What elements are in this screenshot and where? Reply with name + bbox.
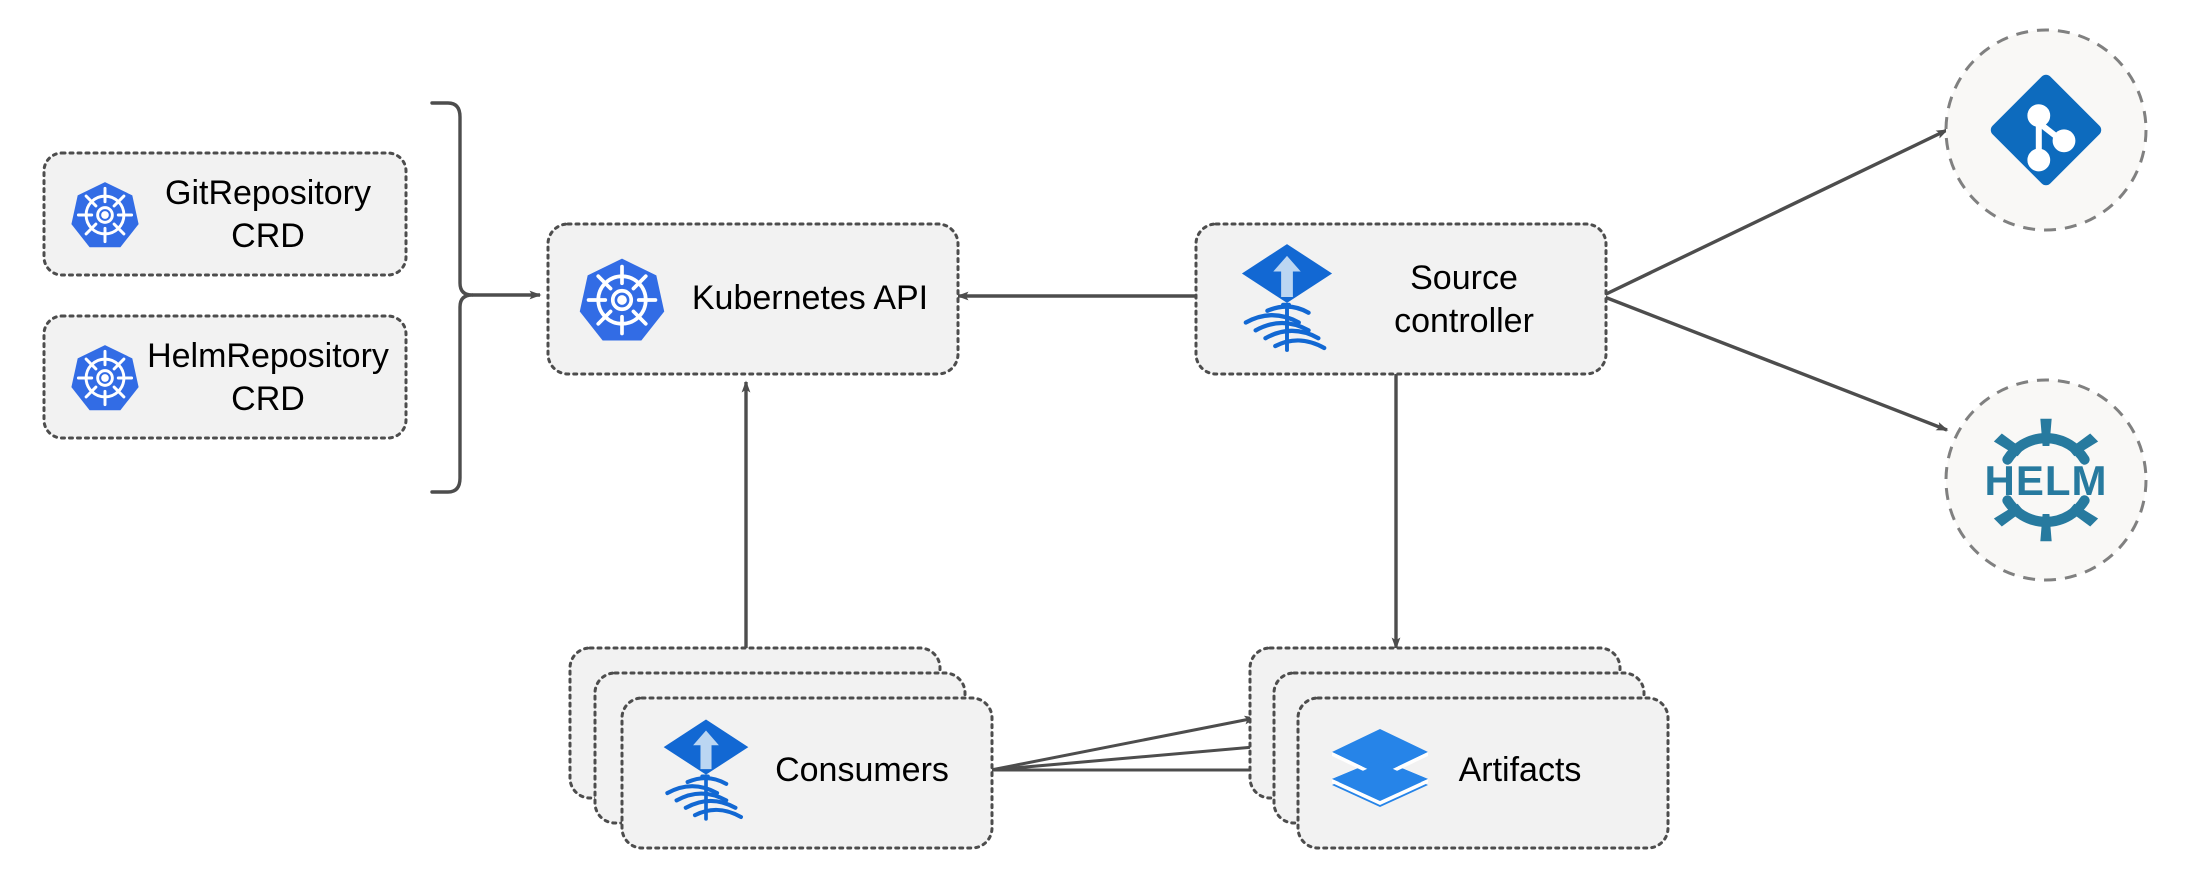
helm-source-circle[interactable]: [1944, 378, 2148, 582]
node-source-controller[interactable]: Source controller: [1194, 222, 1608, 376]
edge-consumers-to-artifacts-1: [990, 715, 1257, 772]
node-artifacts[interactable]: Artifacts: [1248, 646, 1670, 850]
node-git-repository-crd[interactable]: GitRepository CRD: [42, 151, 408, 277]
source-controller-label-line2: controller: [1394, 302, 1534, 340]
edge-consumers-to-artifacts-2: [990, 741, 1279, 772]
node-kubernetes-api[interactable]: Kubernetes API: [546, 222, 960, 376]
node-git-source[interactable]: [1944, 28, 2148, 232]
consumers-label: Consumers: [775, 751, 949, 789]
kubernetes-api-label: Kubernetes API: [692, 279, 928, 317]
source-controller-label-line1: Source: [1410, 259, 1518, 297]
helm-repository-crd-label-line1: HelmRepository: [147, 337, 389, 375]
helm-repository-crd-label-line2: CRD: [231, 380, 305, 418]
node-helm-repository-crd[interactable]: HelmRepository CRD: [42, 314, 408, 440]
helm-wordmark: HELM: [1985, 457, 2108, 504]
edge-source-controller-to-git: [1601, 128, 1949, 298]
node-consumers[interactable]: Consumers: [568, 646, 994, 850]
git-repository-crd-label-line1: GitRepository: [165, 174, 371, 212]
artifacts-label: Artifacts: [1459, 751, 1582, 789]
crd-bracket: [430, 101, 474, 494]
source-controller-box[interactable]: [1194, 222, 1608, 376]
kubernetes-api-box[interactable]: [546, 222, 960, 376]
edge-layer: [472, 128, 1949, 775]
helm-repository-crd-box[interactable]: [42, 314, 408, 440]
node-helm-source[interactable]: HELM: [1944, 378, 2148, 582]
git-repository-crd-label-line2: CRD: [231, 217, 305, 255]
git-repository-crd-box[interactable]: [42, 151, 408, 277]
edge-source-controller-to-helm: [1601, 294, 1949, 432]
